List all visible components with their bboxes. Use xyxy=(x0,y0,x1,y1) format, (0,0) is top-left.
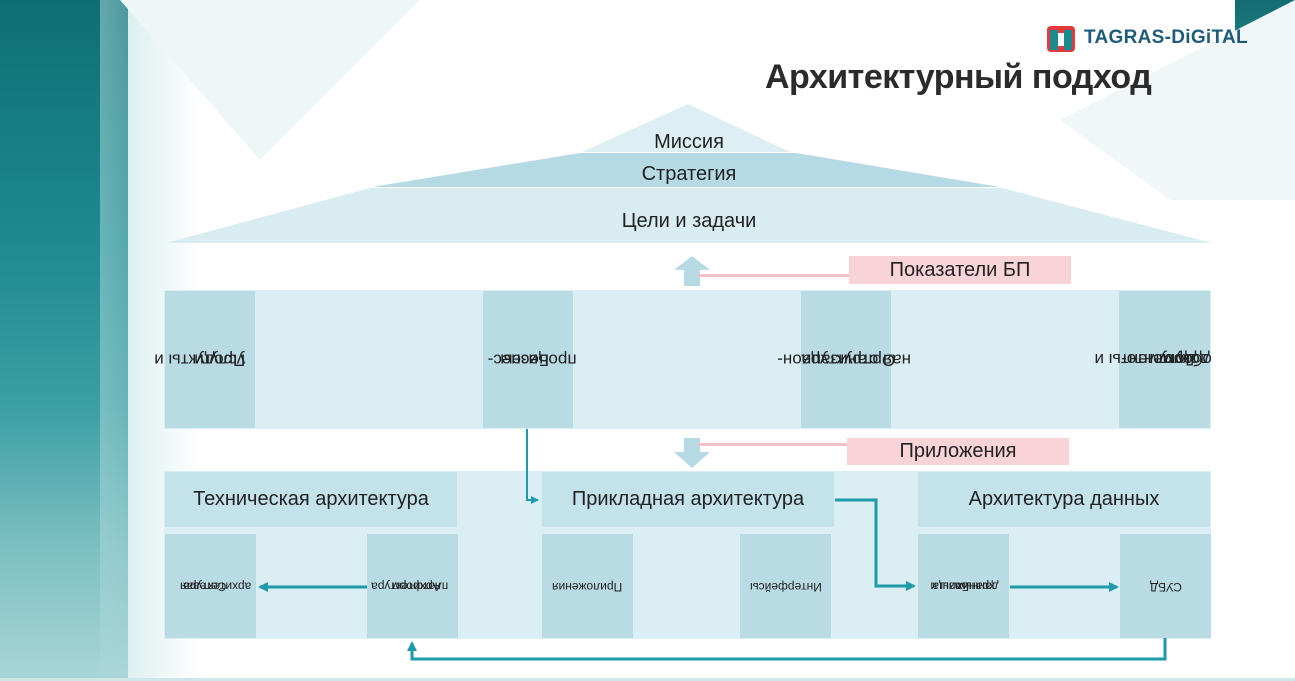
roof-goals: Цели и задачи xyxy=(621,209,757,232)
roof-mission: Миссия xyxy=(654,130,724,153)
roof-pediment xyxy=(166,104,1212,243)
data-architecture-header: Архитектура данных xyxy=(918,472,1210,527)
up-arrow-icon xyxy=(674,256,710,286)
arrow-processes-to-applied xyxy=(526,429,539,504)
roof-strategy: Стратегия xyxy=(641,162,737,185)
tagras-logo-icon xyxy=(1047,26,1075,52)
indicators-connector xyxy=(698,274,850,277)
applications-connector xyxy=(698,443,848,446)
business-layer-band xyxy=(164,290,1211,429)
arrow-dbms-to-platform xyxy=(407,638,1167,661)
logo-text: TAGRAS-DiGiTAL xyxy=(1084,27,1248,48)
applied-architecture-header: Прикладная архитектура xyxy=(542,472,834,527)
page-title: Архитектурный подход xyxy=(765,58,1152,96)
box-interfaces: Интерфейсы xyxy=(740,534,831,638)
indicators-label: Показатели БП xyxy=(849,256,1071,284)
technical-architecture-header: Техническая архитектура xyxy=(165,472,457,527)
pillar-business-processes: Бизнес-процессы xyxy=(483,291,576,428)
pillar-org-structure: Организацион-ная структура xyxy=(777,291,911,428)
arrow-applied-to-databases xyxy=(835,498,916,591)
box-dbms: СУБД xyxy=(1120,534,1211,638)
box-applications: Приложения xyxy=(542,534,633,638)
down-arrow-icon xyxy=(674,438,710,468)
applications-label: Приложения xyxy=(847,438,1069,465)
